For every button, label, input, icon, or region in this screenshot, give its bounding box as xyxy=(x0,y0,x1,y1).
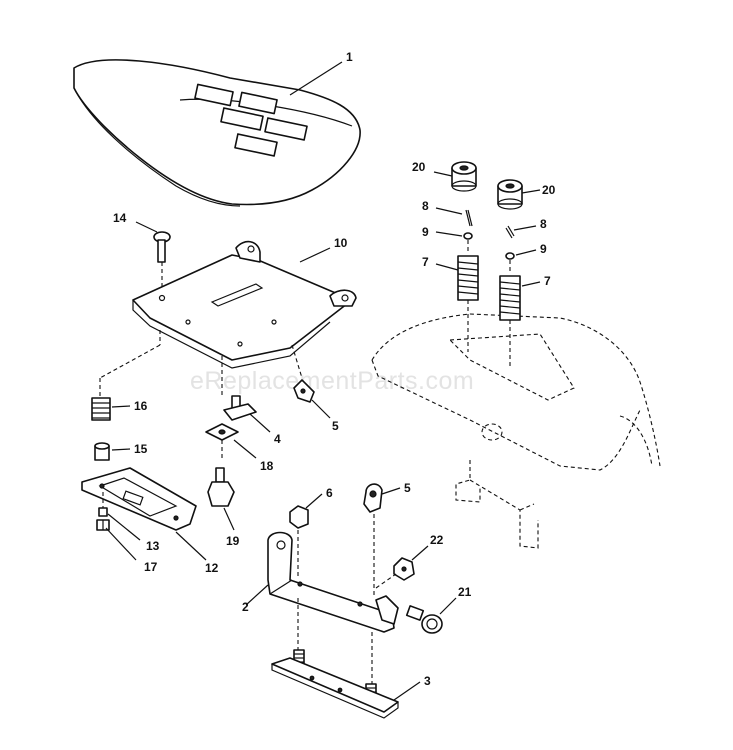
fender-outline xyxy=(371,313,661,549)
bracket-part-2 xyxy=(267,531,399,633)
knob-part-21 xyxy=(405,605,443,634)
callout-3: 3 xyxy=(424,674,431,688)
slide-bracket-part xyxy=(81,467,197,531)
callout-18: 18 xyxy=(260,459,274,473)
callout-2: 2 xyxy=(242,600,249,614)
callout-10: 10 xyxy=(334,236,348,250)
spring-part-16 xyxy=(91,397,111,421)
washer-part-9-left xyxy=(463,232,473,240)
callout-17: 17 xyxy=(144,560,158,574)
cotter-pin-part-8-left xyxy=(465,209,473,227)
callout-20-left: 20 xyxy=(412,160,426,174)
callout-6: 6 xyxy=(326,486,333,500)
base-plate-part-3 xyxy=(271,649,399,719)
knob-part-19 xyxy=(207,467,235,507)
clip-part-5-upper xyxy=(293,379,315,403)
washer-part-13 xyxy=(98,507,108,517)
spacer-part-15 xyxy=(94,442,110,461)
callout-8-left: 8 xyxy=(422,199,429,213)
spring-part-7-left xyxy=(457,255,479,301)
leader-1 xyxy=(289,61,343,96)
callout-5-upper: 5 xyxy=(332,419,339,433)
callout-1: 1 xyxy=(346,50,353,64)
cotter-pin-part-8-right xyxy=(505,225,515,239)
callout-7-left: 7 xyxy=(422,255,429,269)
callout-13: 13 xyxy=(146,539,160,553)
seat-part xyxy=(73,59,361,207)
callout-16: 16 xyxy=(134,399,148,413)
nut-part-6 xyxy=(289,505,309,529)
bushing-part-20-left xyxy=(451,161,477,192)
clip-part-5-lower xyxy=(363,483,383,513)
callout-9-left: 9 xyxy=(422,225,429,239)
callout-4: 4 xyxy=(274,432,281,446)
callout-21: 21 xyxy=(458,585,472,599)
callout-22: 22 xyxy=(430,533,444,547)
nut-part-22 xyxy=(393,557,415,581)
watermark-text: eReplacementParts.com xyxy=(190,367,474,395)
callout-19: 19 xyxy=(226,534,240,548)
spring-part-7-right xyxy=(499,275,521,321)
bushing-part-20-right xyxy=(497,179,523,210)
callout-7-right: 7 xyxy=(544,274,551,288)
washer-part-9-right xyxy=(505,252,515,260)
callout-14: 14 xyxy=(113,211,127,225)
pin-part-4 xyxy=(223,395,257,421)
callout-15: 15 xyxy=(134,442,148,456)
seat-pan-part xyxy=(132,240,357,369)
callout-5-lower: 5 xyxy=(404,481,411,495)
callout-12: 12 xyxy=(205,561,219,575)
callout-9-right: 9 xyxy=(540,242,547,256)
callout-8-right: 8 xyxy=(540,217,547,231)
nut-part-17 xyxy=(96,519,110,531)
washer-part-18 xyxy=(205,423,239,441)
callout-20-right: 20 xyxy=(542,183,556,197)
bolt-part-14 xyxy=(153,231,171,263)
